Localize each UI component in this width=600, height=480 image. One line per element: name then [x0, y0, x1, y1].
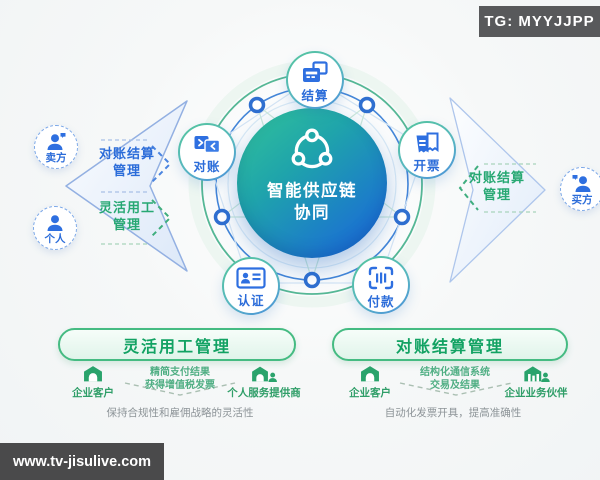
- building-bars-icon: [523, 366, 550, 382]
- center-hub: 智能供应链 协同: [237, 108, 387, 258]
- node-settlement-label: 结算: [301, 89, 329, 103]
- website-watermark-text: www.tv-jisulive.com: [12, 453, 152, 470]
- ring-dot: [358, 96, 376, 114]
- individual-person-icon: [47, 215, 63, 231]
- entity-individual-provider: 个人服务提供商: [227, 364, 301, 400]
- scan-pay-icon: [368, 266, 394, 290]
- id-card-icon: [236, 267, 266, 289]
- entity-label: 企业业务伙伴: [504, 387, 568, 399]
- building-icon: [361, 366, 379, 382]
- panel-reconciliation-flow-text: 结构化通信系统 交易及结果: [420, 366, 490, 392]
- flow-mini-line: 获得增值税发票: [145, 380, 215, 391]
- flow-mini-line: 交易及结果: [430, 380, 480, 391]
- flow-text: 灵活用工: [98, 200, 155, 215]
- ring-dot: [213, 208, 231, 226]
- panel-title-text: 灵活用工管理: [122, 338, 231, 356]
- flow-text: 管理: [482, 186, 511, 202]
- ring-dot: [393, 208, 411, 226]
- actor-buyer-label: 买方: [571, 194, 593, 206]
- entity-label: 企业客户: [72, 387, 114, 399]
- panel-reconciliation-caption: 自动化发票开具，提高准确性: [384, 407, 522, 419]
- flow-text: 管理: [112, 162, 141, 178]
- node-reconciliation: 对账: [178, 123, 236, 181]
- flow-text: 管理: [112, 216, 141, 232]
- entity-business-partner: 企业业务伙伴: [505, 364, 568, 400]
- left-flow-label-flexible-work: 灵活用工 管理: [82, 200, 172, 234]
- panel-reconciliation-title: 对账结算管理: [332, 328, 568, 361]
- actor-buyer: 买方: [560, 167, 600, 211]
- node-invoicing-label: 开票: [413, 159, 441, 173]
- seller-person-icon: [47, 133, 66, 150]
- share-network-icon: [291, 128, 333, 169]
- folders-sync-icon: [194, 136, 221, 154]
- entity-label: 企业客户: [349, 387, 391, 399]
- building-icon: [84, 366, 102, 382]
- entity-enterprise-customer-right: 企业客户: [349, 364, 391, 400]
- panel-flexible-work-title: 灵活用工管理: [58, 328, 296, 361]
- panel-flexible-work-flow-text: 精简支付结果 获得增值税发票: [145, 366, 215, 392]
- actor-individual-label: 个人: [44, 233, 66, 245]
- buyer-person-icon: [572, 175, 591, 192]
- entity-enterprise-customer-left: 企业客户: [72, 364, 114, 400]
- flow-text: 对账结算: [468, 170, 525, 185]
- ring-dot: [303, 271, 321, 289]
- actor-seller-label: 卖方: [45, 152, 67, 164]
- right-flow-label-reconciliation: 对账结算 管理: [452, 170, 542, 204]
- flow-text: 对账结算: [98, 146, 155, 161]
- node-reconciliation-label: 对账: [193, 160, 221, 174]
- node-payment-label: 付款: [367, 295, 395, 309]
- left-flow-label-reconciliation: 对账结算 管理: [82, 146, 172, 180]
- telegram-badge-text: TG: MYYJJPP: [484, 13, 595, 30]
- actor-individual: 个人: [33, 206, 77, 250]
- node-certification-label: 认证: [237, 294, 265, 308]
- node-payment: 付款: [352, 256, 410, 314]
- website-watermark: www.tv-jisulive.com: [0, 443, 164, 480]
- panel-title-text: 对账结算管理: [395, 338, 504, 356]
- entity-label: 个人服务提供商: [227, 387, 301, 399]
- pos-terminal-icon: [303, 61, 328, 82]
- panel-flexible-work-caption: 保持合规性和雇佣战略的灵活性: [106, 407, 254, 419]
- hub-title: 智能供应链 协同: [267, 180, 357, 225]
- node-invoicing: 开票: [398, 121, 456, 179]
- hub-title-line1: 智能供应链: [267, 182, 357, 200]
- invoice-icon: [416, 132, 439, 153]
- actor-seller: 卖方: [34, 125, 78, 169]
- node-settlement: 结算: [286, 51, 344, 109]
- telegram-badge: TG: MYYJJPP: [479, 6, 600, 37]
- flow-mini-line: 结构化通信系统: [420, 367, 490, 378]
- left-flow-arrow: [65, 100, 188, 272]
- hub-title-line2: 协同: [294, 204, 330, 223]
- node-certification: 认证: [222, 257, 280, 315]
- building-person-icon: [251, 366, 277, 382]
- ring-dot: [248, 96, 266, 114]
- flow-mini-line: 精简支付结果: [150, 367, 210, 378]
